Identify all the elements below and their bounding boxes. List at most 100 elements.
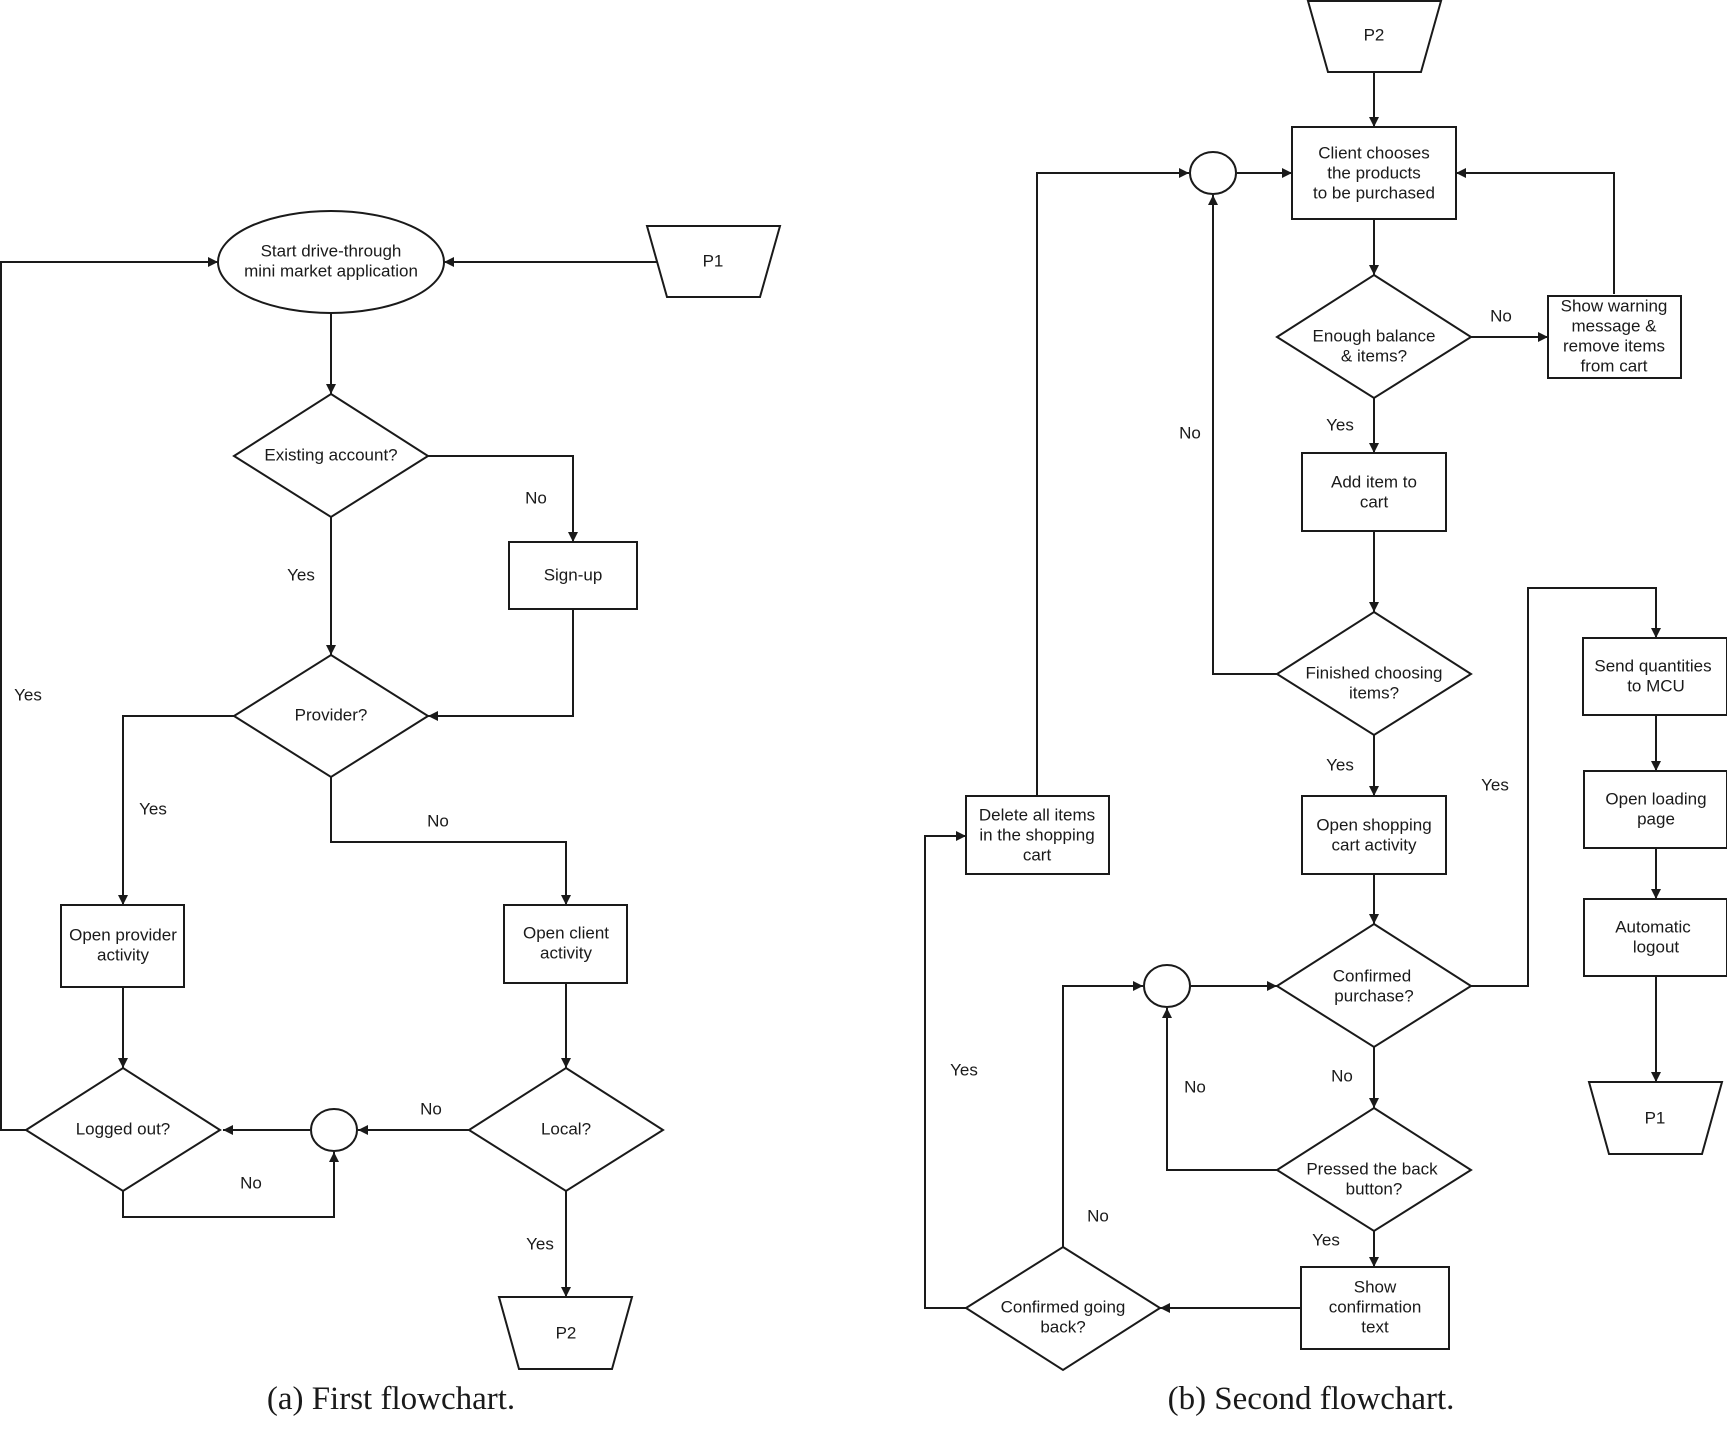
send-quantities-process xyxy=(1582,637,1727,716)
show-warning-line1: Show warning xyxy=(1561,296,1668,315)
merge-junction-bottom xyxy=(1143,964,1191,1008)
open-loading-line1: Open loading xyxy=(1605,789,1706,808)
p2-connector xyxy=(1306,0,1443,73)
delete-all-line3: cart xyxy=(1023,845,1052,864)
caption-second-flowchart: (b) Second flowchart. xyxy=(1168,1381,1455,1417)
signup-label: Sign-up xyxy=(544,565,603,584)
p1-connector xyxy=(645,225,782,298)
signup-process xyxy=(508,541,638,610)
label-pressed-back-no: No xyxy=(1184,1077,1206,1096)
delete-all-line2: in the shopping xyxy=(979,825,1094,844)
label-provider-no: No xyxy=(427,811,449,830)
show-confirmation-line3: text xyxy=(1361,1317,1389,1336)
label-pressed-back-yes: Yes xyxy=(1312,1230,1340,1249)
edge-going-back-yes-to-delete xyxy=(924,831,966,1309)
label-existing-no: No xyxy=(525,488,547,507)
label-enough-yes: Yes xyxy=(1326,415,1354,434)
existing-account-decision xyxy=(232,392,430,519)
confirmed-going-back-line2: back? xyxy=(1040,1317,1085,1336)
delete-all-line1: Delete all items xyxy=(979,805,1095,824)
send-quantities-line1: Send quantities xyxy=(1594,656,1711,675)
label-purchase-no: No xyxy=(1331,1066,1353,1085)
label-logged-out-no: No xyxy=(240,1173,262,1192)
p1-connector xyxy=(1587,1081,1724,1155)
existing-account-label: Existing account? xyxy=(264,445,397,464)
show-confirmation-process xyxy=(1300,1266,1450,1350)
edge-going-back-no-to-junction xyxy=(1062,981,1143,1247)
finished-choosing-line1: Finished choosing xyxy=(1305,663,1442,682)
client-chooses-line1: Client chooses xyxy=(1318,143,1430,162)
label-going-back-yes: Yes xyxy=(950,1060,978,1079)
open-provider-line1: Open provider xyxy=(69,925,177,944)
finished-choosing-decision xyxy=(1275,610,1473,737)
label-local-no: No xyxy=(420,1099,442,1118)
label-finished-yes: Yes xyxy=(1326,755,1354,774)
label-logged-out-yes: Yes xyxy=(14,685,42,704)
caption-first-flowchart: (a) First flowchart. xyxy=(267,1381,515,1417)
add-item-process xyxy=(1301,452,1447,532)
label-enough-no: No xyxy=(1490,306,1512,325)
automatic-logout-line1: Automatic xyxy=(1615,917,1691,936)
show-warning-line3: remove items xyxy=(1563,336,1665,355)
confirmed-going-back-decision xyxy=(964,1245,1162,1372)
confirmed-going-back-line1: Confirmed going xyxy=(1001,1297,1126,1316)
pressed-back-line1: Pressed the back xyxy=(1306,1159,1438,1178)
show-warning-process xyxy=(1547,295,1682,379)
label-finished-no: No xyxy=(1179,423,1201,442)
pressed-back-decision xyxy=(1275,1106,1473,1233)
show-warning-line2: message & xyxy=(1571,316,1657,335)
p1-label: P1 xyxy=(1645,1108,1666,1127)
edge-logged-out-yes-to-start xyxy=(0,257,218,1131)
edge-provider-yes-to-open-provider xyxy=(118,715,234,905)
label-going-back-no: No xyxy=(1087,1206,1109,1225)
label-provider-yes: Yes xyxy=(139,799,167,818)
start-label-line1: Start drive-through xyxy=(261,241,402,260)
p2-label: P2 xyxy=(556,1323,577,1342)
enough-balance-line2: & items? xyxy=(1341,346,1407,365)
local-decision xyxy=(467,1066,665,1193)
edge-logged-out-no-loop xyxy=(122,1152,339,1218)
delete-all-process xyxy=(965,795,1110,875)
send-quantities-line2: to MCU xyxy=(1627,676,1685,695)
pressed-back-line2: button? xyxy=(1346,1179,1403,1198)
label-existing-yes: Yes xyxy=(287,565,315,584)
logged-out-label: Logged out? xyxy=(76,1119,171,1138)
open-cart-line2: cart activity xyxy=(1331,835,1417,854)
client-chooses-line2: the products xyxy=(1327,163,1421,182)
client-chooses-process xyxy=(1291,126,1457,220)
label-local-yes: Yes xyxy=(526,1234,554,1253)
edge-pressed-back-no-to-junction xyxy=(1162,1008,1277,1171)
local-label: Local? xyxy=(541,1119,591,1138)
edge-provider-no-to-open-client xyxy=(330,777,571,905)
open-client-line1: Open client xyxy=(523,923,609,942)
enough-balance-line1: Enough balance xyxy=(1313,326,1436,345)
merge-junction-top xyxy=(1189,151,1237,195)
start-terminator xyxy=(217,210,445,314)
confirmed-purchase-line2: purchase? xyxy=(1334,986,1413,1005)
open-cart-line1: Open shopping xyxy=(1316,815,1431,834)
confirmed-purchase-decision xyxy=(1275,922,1473,1049)
open-client-process xyxy=(503,904,628,984)
edge-confirmed-yes-to-send-qty xyxy=(1471,587,1661,987)
merge-junction xyxy=(310,1108,358,1152)
second-flowchart: P2 Client chooses the products to be pur… xyxy=(924,0,1727,1417)
show-warning-line4: from cart xyxy=(1580,356,1647,375)
enough-balance-decision xyxy=(1275,273,1473,400)
open-loading-line2: page xyxy=(1637,809,1675,828)
open-loading-process xyxy=(1583,770,1727,849)
edge-delete-to-junction-top xyxy=(1036,168,1189,796)
provider-decision xyxy=(232,653,430,779)
confirmed-purchase-line1: Confirmed xyxy=(1333,966,1411,985)
open-cart-process xyxy=(1301,795,1447,875)
provider-label: Provider? xyxy=(295,705,368,724)
open-client-line2: activity xyxy=(540,943,592,962)
client-chooses-line3: to be purchased xyxy=(1313,183,1435,202)
logged-out-decision xyxy=(24,1066,222,1193)
open-provider-line2: activity xyxy=(97,945,149,964)
finished-choosing-line2: items? xyxy=(1349,683,1399,702)
edge-existing-no-to-signup xyxy=(428,455,578,542)
p1-label: P1 xyxy=(703,251,724,270)
add-item-line1: Add item to xyxy=(1331,472,1417,491)
